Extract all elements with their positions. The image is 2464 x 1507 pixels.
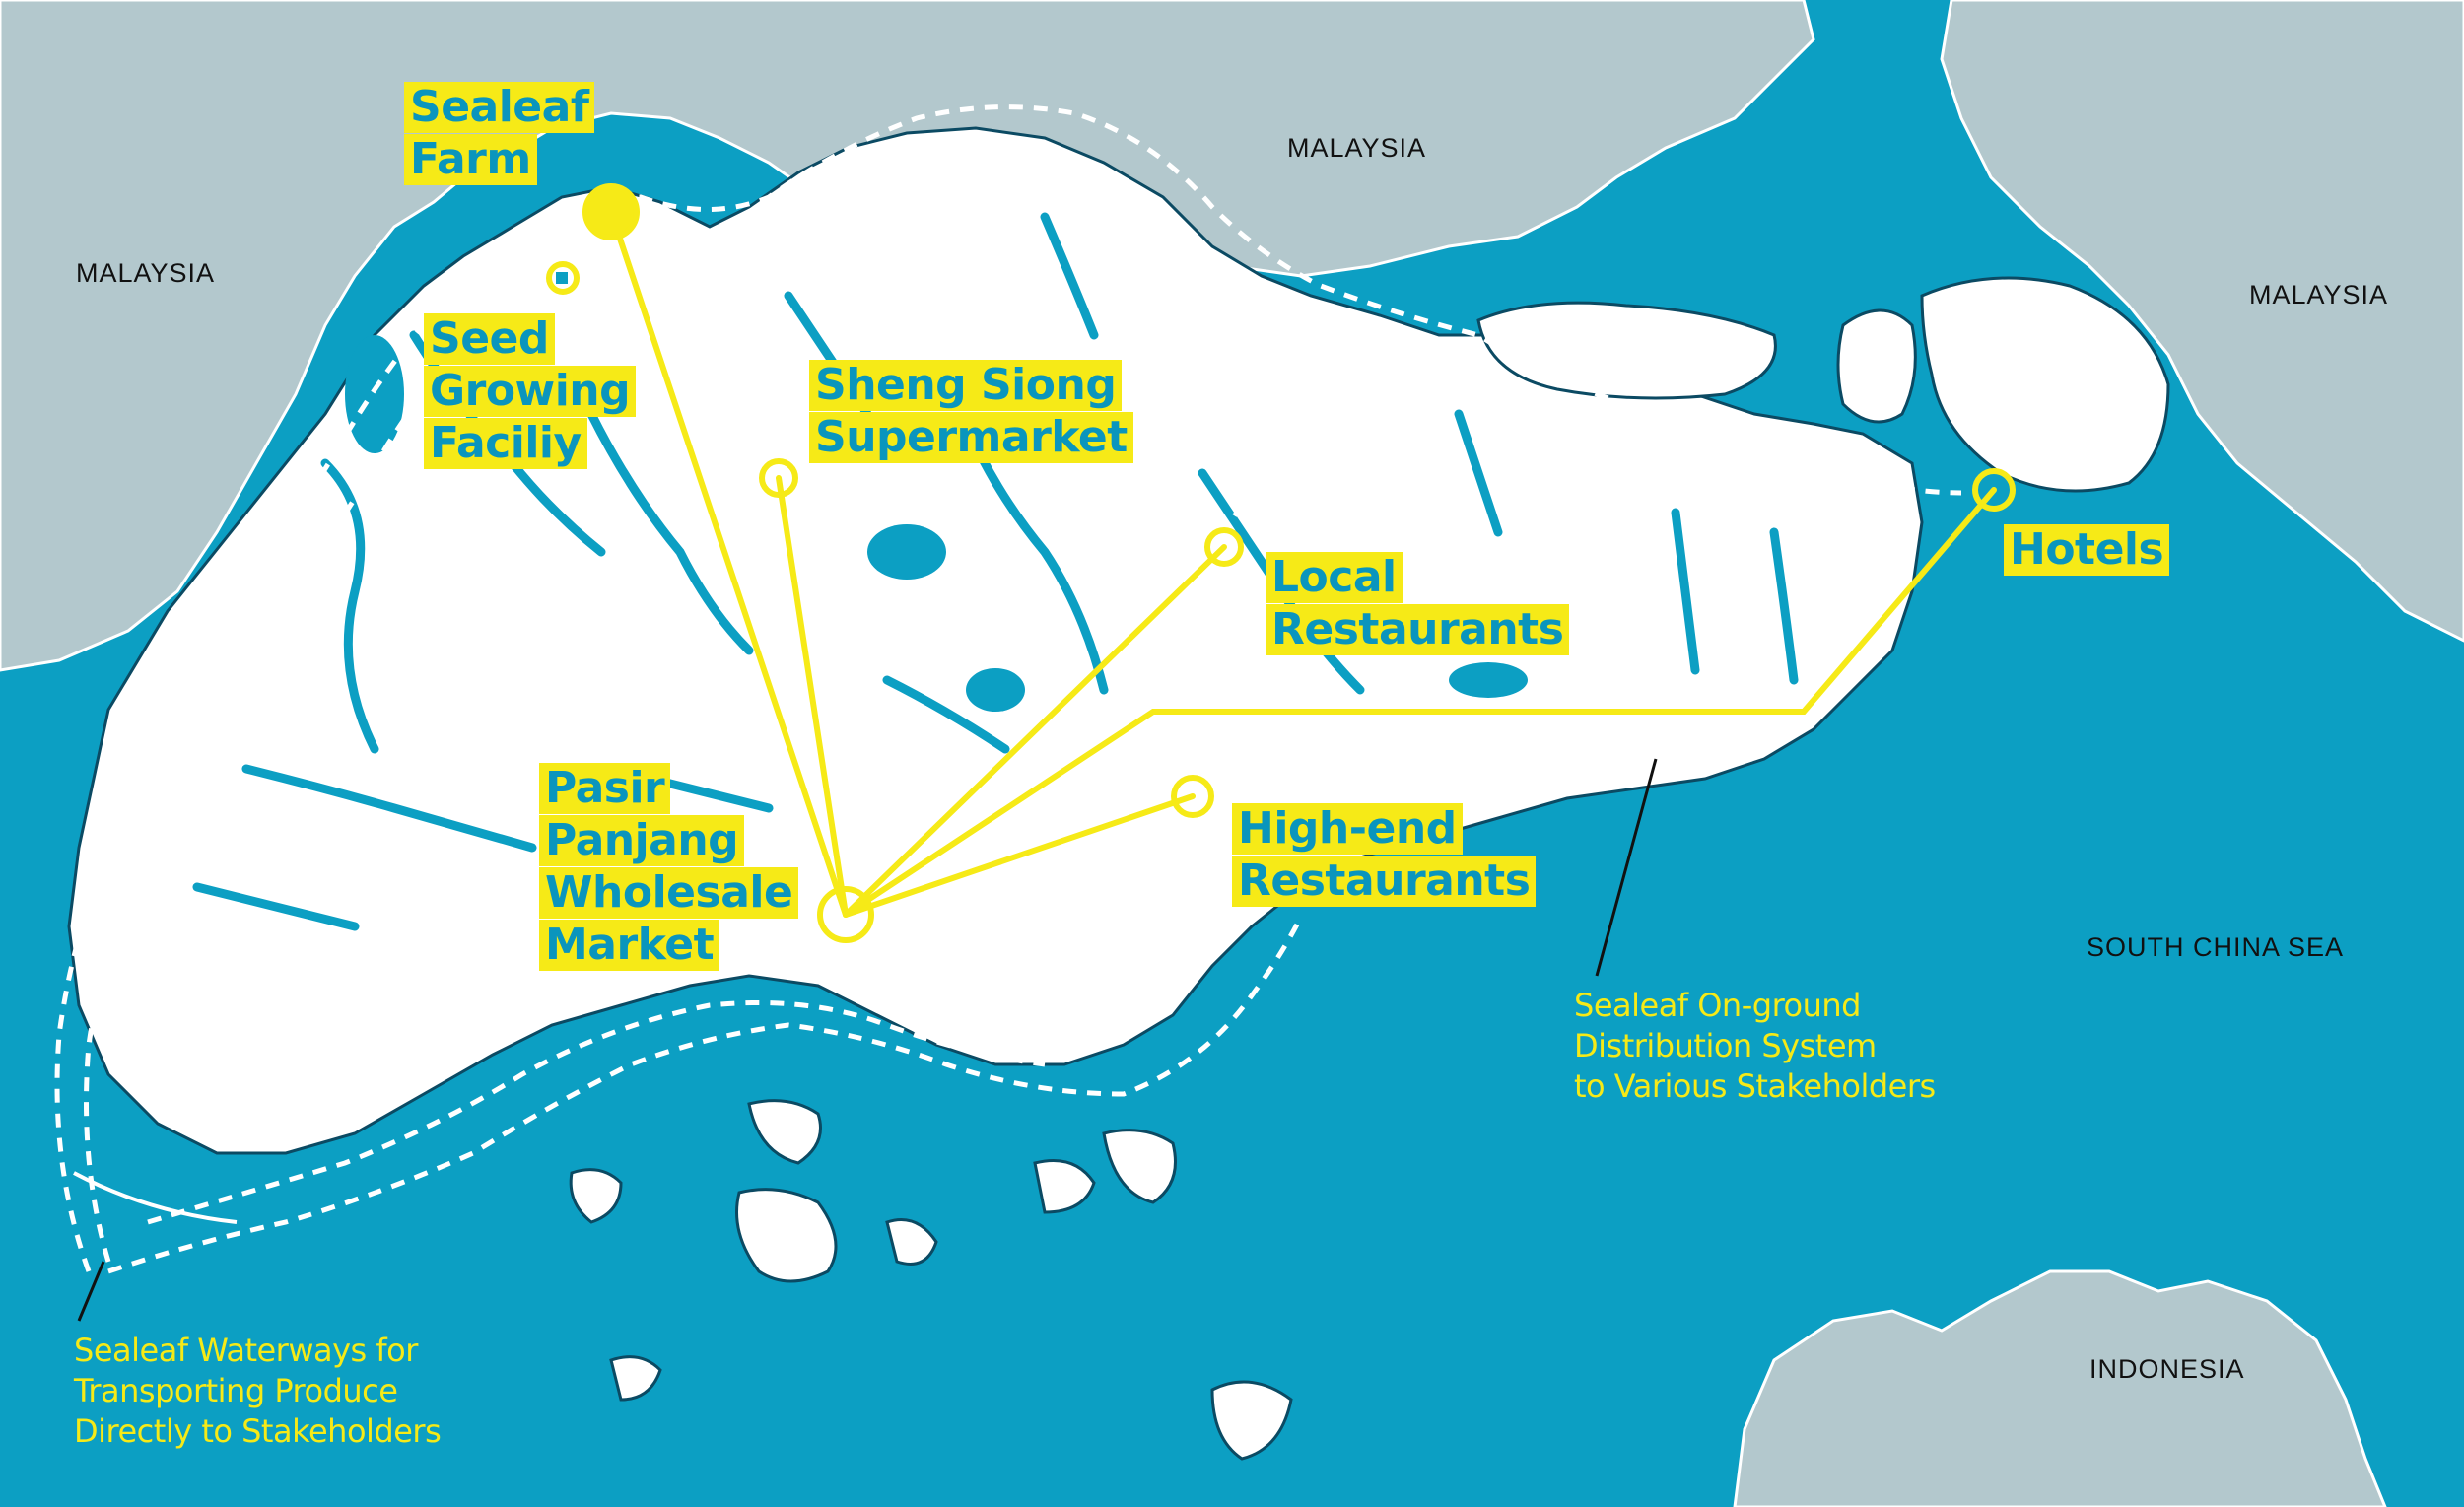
seed-facility-marker (546, 261, 580, 295)
country-label-malaysia-west: MALAYSIA (76, 258, 216, 288)
line-local-restaurants-to-market (843, 544, 1227, 918)
label-local-restaurants: Local Restaurants (1266, 552, 1570, 656)
local-restaurants-marker (1204, 527, 1244, 567)
label-hotels: Hotels (2004, 524, 2170, 577)
onground-leader-line (1595, 758, 1658, 977)
note-line: to Various Stakeholders (1574, 1067, 1936, 1105)
label-line: Panjang (539, 815, 745, 866)
distribution-lines (608, 209, 1997, 918)
label-line: Faciliy (424, 418, 587, 469)
label-highend-restaurants: High-end Restaurants (1232, 803, 1537, 908)
label-line: Supermarket (809, 412, 1133, 463)
label-pasir-panjang: Pasir Panjang Wholesale Market (539, 763, 799, 972)
highend-restaurants-marker (1171, 775, 1214, 818)
country-label-malaysia-east: MALAYSIA (2249, 280, 2389, 309)
label-sheng-siong: Sheng Siong Supermarket (809, 360, 1133, 464)
sheng-siong-marker (759, 458, 798, 498)
label-sealeaf-farm: Sealeaf Farm (404, 82, 595, 186)
malaysia-landmass-east (1940, 0, 2464, 643)
label-line: Pasir (539, 763, 671, 814)
label-line: Growing (424, 366, 637, 417)
location-markers (546, 183, 2016, 943)
label-line: Local (1266, 552, 1403, 603)
country-label-malaysia-north: MALAYSIA (1287, 133, 1427, 163)
sealeaf-farm-marker (582, 183, 640, 240)
label-line: Hotels (2004, 524, 2170, 576)
sealeaf-waterways-route (54, 104, 1962, 1274)
label-line: High-end (1232, 803, 1463, 855)
note-line: Directly to Stakeholders (74, 1412, 442, 1450)
label-line: Sealeaf (404, 82, 595, 133)
line-supermarket-to-market (776, 475, 849, 918)
pasir-panjang-marker (817, 886, 874, 943)
ferry-line (73, 1171, 238, 1224)
offshore-islands (569, 276, 2170, 1461)
note-onground-distribution: Sealeaf On-ground Distribution System to… (1574, 986, 1936, 1107)
note-line: Sealeaf On-ground (1574, 987, 1861, 1024)
sea-label-south-china-sea: SOUTH CHINA SEA (2087, 932, 2345, 962)
country-label-indonesia: INDONESIA (2089, 1354, 2245, 1384)
label-line: Restaurants (1266, 604, 1570, 655)
label-line: Sheng Siong (809, 360, 1123, 411)
label-line: Farm (404, 134, 537, 185)
seed-facility-icon (556, 272, 568, 284)
note-waterways: Sealeaf Waterways for Transporting Produ… (74, 1331, 442, 1452)
line-highend-to-market (843, 793, 1196, 918)
waterways-leader-line (77, 1261, 105, 1322)
label-seed-facility: Seed Growing Faciliy (424, 313, 637, 470)
label-line: Restaurants (1232, 856, 1537, 907)
note-line: Transporting Produce (74, 1372, 398, 1409)
line-hotels-to-market (843, 487, 1997, 918)
note-line: Distribution System (1574, 1027, 1877, 1064)
label-line: Seed (424, 313, 555, 365)
indonesia-landmass (1733, 1269, 2387, 1507)
label-line: Wholesale (539, 867, 799, 919)
line-farm-to-market (608, 209, 849, 918)
label-line: Market (539, 920, 720, 971)
note-line: Sealeaf Waterways for (74, 1332, 418, 1369)
hotels-marker (1972, 468, 2016, 512)
